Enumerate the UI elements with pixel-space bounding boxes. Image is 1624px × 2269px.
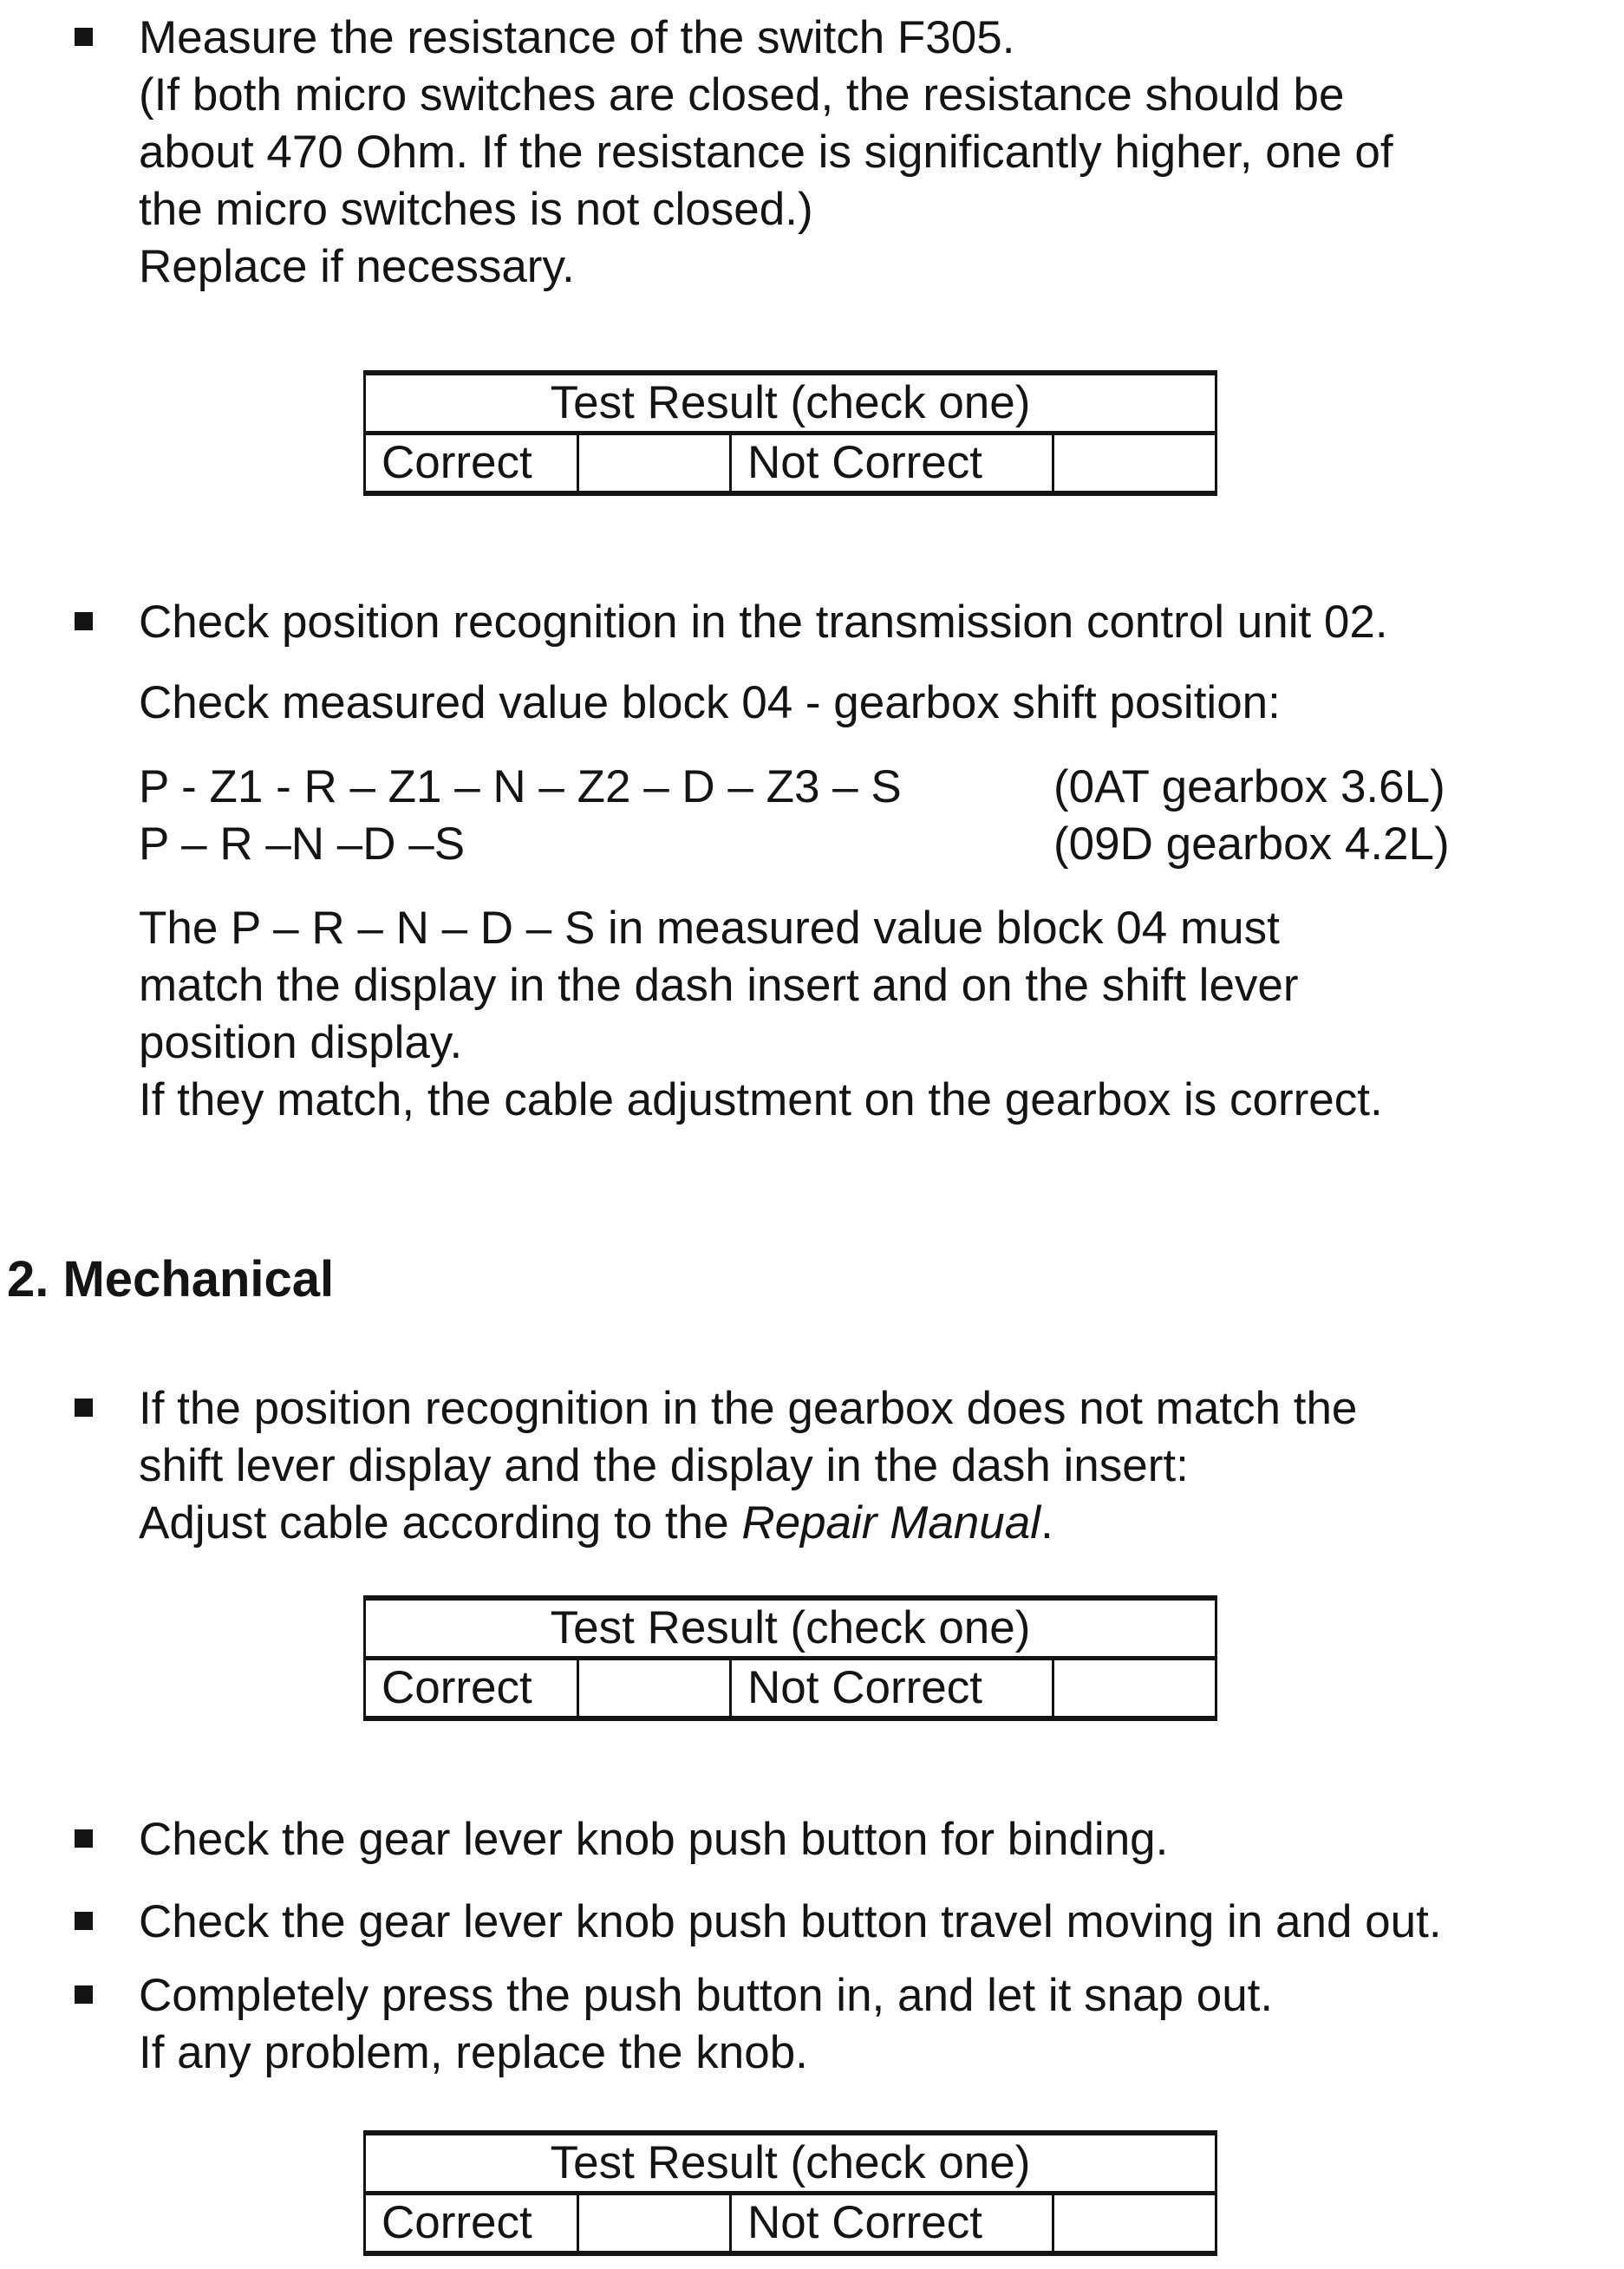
bullet-square-icon	[75, 612, 93, 630]
gearbox-label-09d: (09D gearbox 4.2L)	[1053, 818, 1450, 870]
table-header-cell: Test Result (check one)	[362, 370, 1218, 435]
adjust-cable-text-before: If the position recognition in the gearb…	[139, 1383, 1358, 1549]
gear-sequence-09d: P – R –N –D –S	[139, 818, 466, 870]
bullet-square-icon	[75, 28, 93, 46]
repair-manual-italic: Repair Manual	[741, 1497, 1041, 1549]
adjust-cable-text: If the position recognition in the gearb…	[139, 1380, 1357, 1552]
table-header-cell: Test Result (check one)	[362, 2130, 1218, 2195]
test-result-table-3: Test Result (check one) Correct Not Corr…	[362, 2130, 1218, 2256]
match-note-text: The P – R – N – D – S in measured value …	[139, 903, 1383, 1125]
binding-check-text: Check the gear lever knob push button fo…	[139, 1814, 1169, 1865]
correct-label-cell: Correct	[363, 1657, 579, 1721]
correct-check-cell-3	[577, 2192, 732, 2256]
correct-label-cell: Correct	[363, 2192, 579, 2256]
gear-sequence-0at: P - Z1 - R – Z1 – N – Z2 – D – Z3 – S	[139, 761, 902, 812]
bullet-square-icon	[75, 1829, 93, 1848]
not-correct-check-cell-3	[1051, 2192, 1218, 2256]
measure-switch-text: Measure the resistance of the switch F30…	[139, 12, 1393, 292]
snap-check-text: Completely press the push button in, and…	[139, 1970, 1274, 2078]
test-result-table-2: Test Result (check one) Correct Not Corr…	[362, 1595, 1218, 1721]
not-correct-check-cell-1	[1051, 432, 1218, 496]
correct-label-cell: Correct	[363, 432, 579, 496]
not-correct-label-cell: Not Correct	[729, 432, 1054, 496]
bullet-square-icon	[75, 1399, 93, 1417]
travel-check-text: Check the gear lever knob push button tr…	[139, 1896, 1442, 1947]
check-position-text: Check position recognition in the transm…	[139, 597, 1388, 648]
adjust-cable-text-after: .	[1040, 1497, 1053, 1549]
not-correct-check-cell-2	[1051, 1657, 1218, 1721]
bullet-square-icon	[75, 1912, 93, 1930]
gearbox-label-0at: (0AT gearbox 3.6L)	[1053, 761, 1445, 812]
test-result-table-1: Test Result (check one) Correct Not Corr…	[362, 370, 1218, 496]
section-heading: 2. Mechanical	[7, 1251, 335, 1307]
correct-check-cell-1	[577, 432, 732, 496]
bullet-square-icon	[75, 1985, 93, 2004]
correct-check-cell-2	[577, 1657, 732, 1721]
table-header-cell: Test Result (check one)	[362, 1595, 1218, 1660]
check-measured-text: Check measured value block 04 - gearbox …	[139, 677, 1281, 728]
not-correct-label-cell: Not Correct	[729, 2192, 1054, 2256]
not-correct-label-cell: Not Correct	[729, 1657, 1054, 1721]
